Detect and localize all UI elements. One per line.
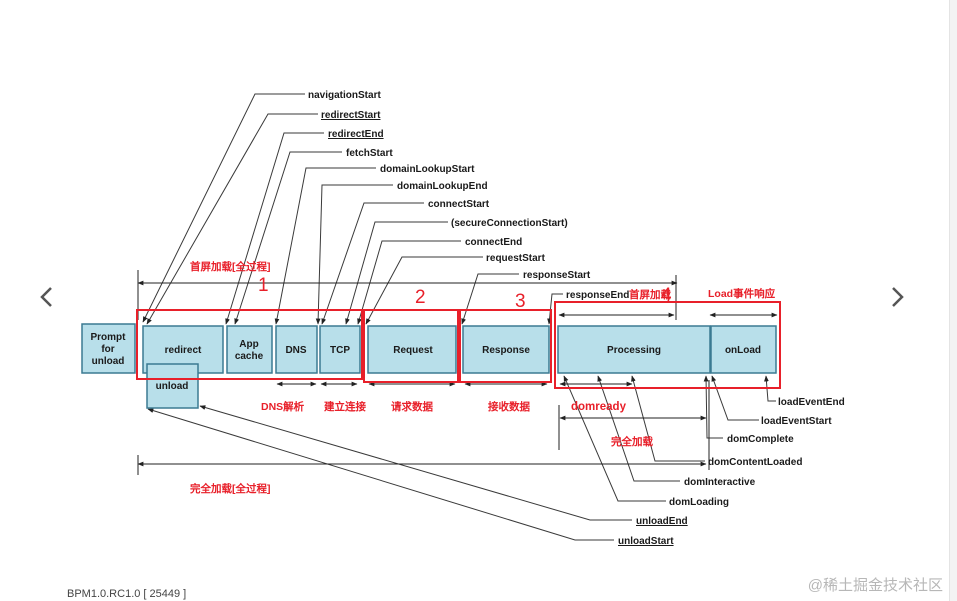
timing-events-right: loadEventEnd loadEventStart domComplete … [618,397,845,547]
region-number-1: 1 [258,275,269,296]
event-connectStart: connectStart [428,199,490,210]
event-responseStart: responseStart [523,270,591,281]
region-number-4: 4 [661,285,672,306]
label-full-load: 完全加载 [611,435,653,448]
label-processing: Processing [607,345,661,356]
event-loadEventStart: loadEventStart [761,416,832,427]
leader-lines [142,93,776,541]
event-unloadEnd: unloadEnd [636,516,688,527]
footer-version-text: BPM1.0.RC1.0 [ 25449 ] [67,588,187,600]
chevron-left-icon [40,287,52,307]
event-domainLookupStart: domainLookupStart [380,164,475,175]
event-domLoading: domLoading [669,497,729,508]
event-requestStart: requestStart [486,253,546,264]
page-edge-panel [949,0,957,601]
timing-events-top: navigationStart redirectStart redirectEn… [308,90,629,301]
highlight-frames [136,301,781,389]
event-domInteractive: domInteractive [684,477,756,488]
red-labels: 首屏加载[全过程] 首屏加载 Load事件响应 DNS解析 建立连接 请求数据 … [190,260,776,495]
watermark: @稀土掘金技术社区 [807,577,943,594]
carousel-prev-button[interactable] [32,280,62,314]
chevron-right-icon [892,287,904,307]
box-dns [275,325,318,374]
event-navigationStart: navigationStart [308,90,381,101]
box-response [462,325,550,374]
label-load-event: Load事件响应 [708,287,776,300]
label-first-screen: 首屏加载 [629,288,671,301]
box-prompt-unload [81,323,136,374]
box-onload [710,325,777,374]
region-number-3: 3 [515,291,526,312]
label-first-screen-full: 首屏加载[全过程] [190,260,271,273]
event-responseEnd: responseEnd [566,290,629,301]
event-domContentLoaded: domContentLoaded [708,457,802,468]
event-domComplete: domComplete [727,434,794,445]
event-secureConnectionStart: (secureConnectionStart) [451,218,568,229]
label-redirect: redirect [165,345,202,356]
box-processing [557,325,711,374]
label-domready: domready [571,401,627,413]
label-request: Request [393,345,433,356]
phase-boxes [81,323,777,409]
event-fetchStart: fetchStart [346,148,393,159]
event-loadEventEnd: loadEventEnd [778,397,845,408]
event-unloadStart: unloadStart [618,536,674,547]
label-connect: 建立连接 [323,400,366,413]
label-full-load-all: 完全加载[全过程] [190,482,271,495]
label-request-data: 请求数据 [391,400,433,413]
region-number-2: 2 [415,287,426,308]
region-numbers: 1 2 3 4 [258,275,672,312]
event-connectEnd: connectEnd [465,237,522,248]
event-redirectEnd: redirectEnd [328,129,384,140]
box-app-cache [226,325,273,374]
label-response: Response [482,345,530,356]
box-request [367,325,457,374]
dimension-arrows [137,280,778,467]
label-onload: onLoad [725,345,761,356]
carousel-next-button[interactable] [882,280,912,314]
label-dns: DNS [285,345,306,356]
event-redirectStart: redirectStart [321,110,381,121]
label-unload: unload [156,381,189,392]
event-domainLookupEnd: domainLookupEnd [397,181,488,192]
box-unload [146,363,199,409]
label-receive-data: 接收数据 [488,400,530,413]
label-dns-parse: DNS解析 [261,400,305,413]
label-tcp: TCP [330,345,350,356]
box-tcp [319,325,361,374]
